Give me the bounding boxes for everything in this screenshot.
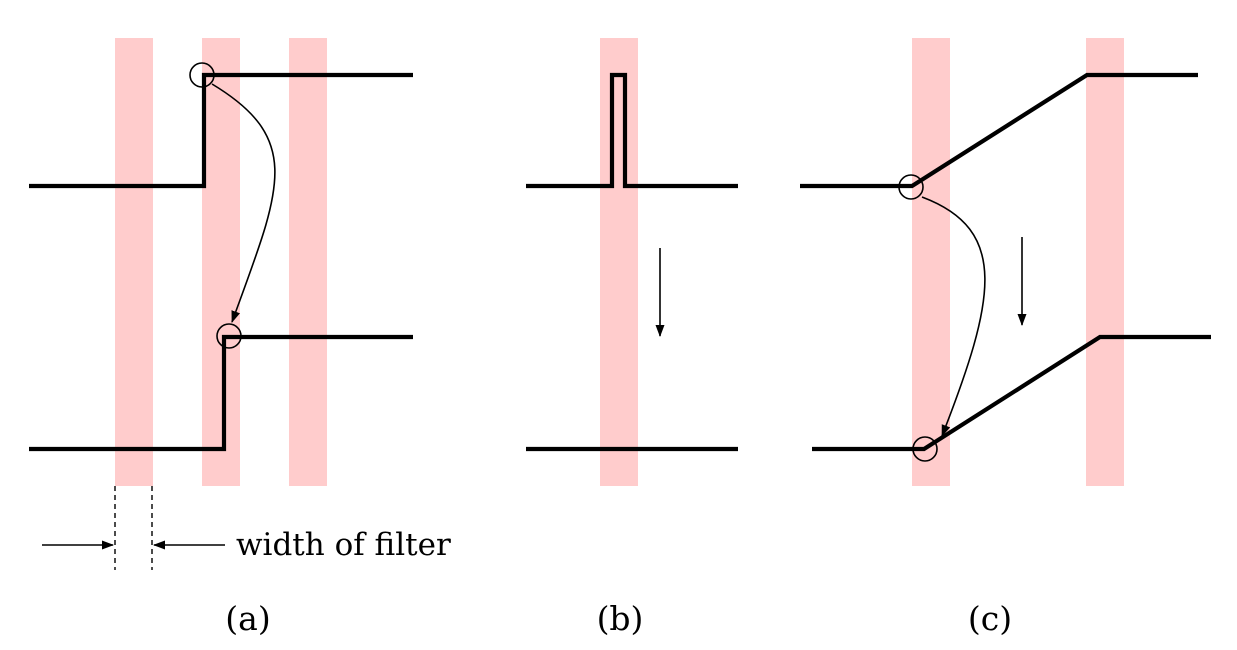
edge-marker-circle xyxy=(189,62,215,88)
edge-marker-circle xyxy=(216,323,242,349)
panel-c: (c) xyxy=(800,38,1211,638)
edge-shift-arrow xyxy=(211,83,276,323)
ramp-signal-before xyxy=(800,72,1198,189)
filter-band xyxy=(289,38,327,486)
filter-band xyxy=(202,38,240,486)
edge-marker-circle xyxy=(898,174,924,200)
step-signal-before xyxy=(29,72,413,189)
panel-label: (a) xyxy=(225,599,270,638)
edge-shift-arrow xyxy=(921,196,986,437)
pulse-signal-before xyxy=(526,72,738,189)
filter-band xyxy=(115,38,153,486)
filter-band xyxy=(1086,38,1124,486)
panel-label: (c) xyxy=(968,599,1012,638)
filter-band xyxy=(600,38,638,486)
ramp-signal-after xyxy=(812,334,1211,452)
filter-width-label: width of filter xyxy=(236,527,451,563)
step-signal-after xyxy=(29,334,413,452)
panel-label: (b) xyxy=(597,599,644,638)
edge-marker-circle xyxy=(912,436,938,462)
panel-a: width of filter (a) xyxy=(29,38,451,638)
filter-band xyxy=(912,38,950,486)
panel-b: (b) xyxy=(526,38,738,638)
